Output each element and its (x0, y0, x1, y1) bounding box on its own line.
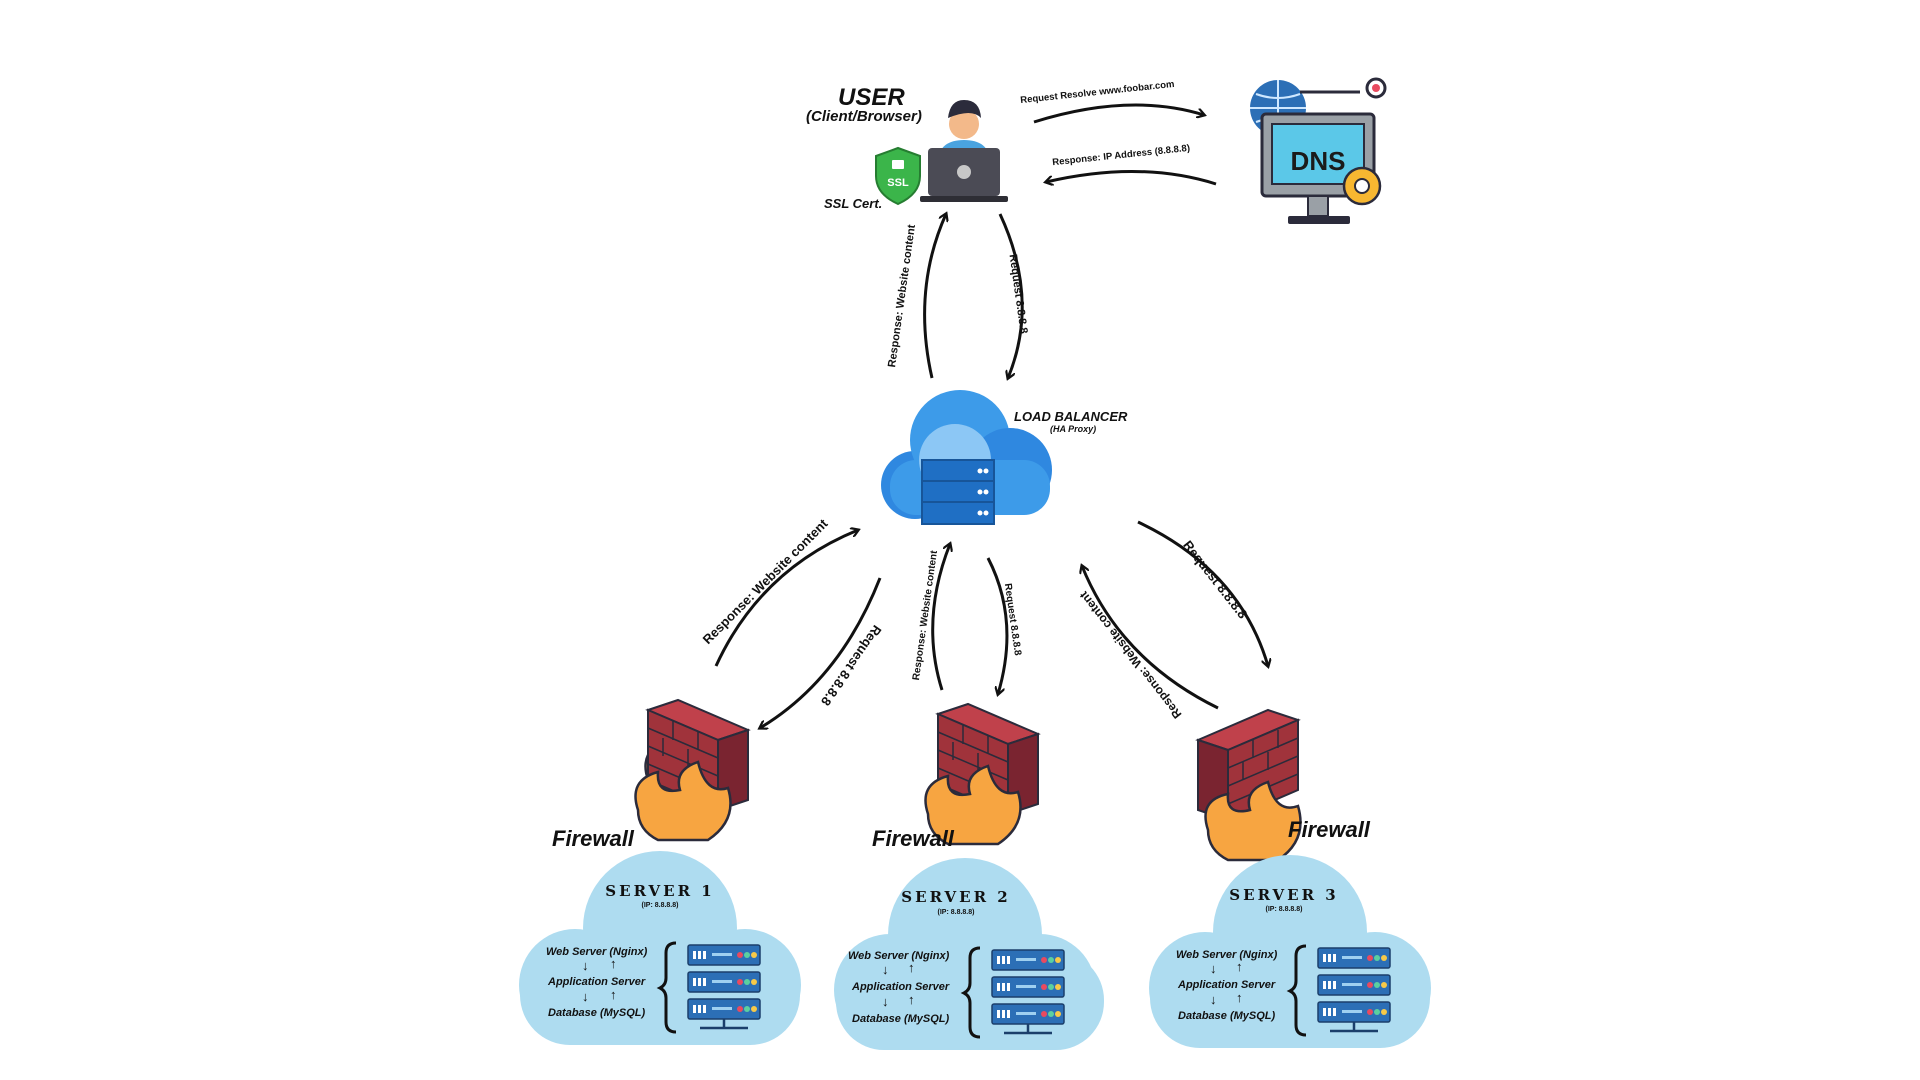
firewall-icon (634, 698, 751, 842)
firewall-icon (1195, 708, 1302, 862)
dns-label: DNS (1291, 146, 1346, 176)
lb-response-arrow-3 (1082, 566, 1219, 710)
server-2-web: Web Server (Nginx) (848, 950, 950, 962)
dns-icon: DNS (1250, 77, 1387, 224)
server-1-app: Application Server (548, 976, 646, 988)
lb-request-arrow-1 (760, 577, 882, 728)
firewall-label-3: Firewall (1288, 817, 1370, 842)
server-2-down-arrow-1: ↓ (882, 962, 889, 977)
server-1-db: Database (MySQL) (548, 1007, 646, 1019)
load-balancer-title: LOAD BALANCER (1014, 409, 1128, 424)
firewall-icon (924, 702, 1041, 846)
server-2-db: Database (MySQL) (852, 1013, 950, 1025)
server-3-down-arrow-2: ↓ (1210, 992, 1217, 1007)
server-1-ip: (IP: 8.8.8.8) (641, 902, 679, 909)
server-1-cloud (519, 851, 801, 1045)
user-title: USER (838, 84, 905, 111)
user-response-arrow (923, 214, 946, 379)
connector-arrows (714, 103, 1268, 728)
server-1-web: Web Server (Nginx) (546, 946, 648, 958)
server-2-cloud (834, 858, 1104, 1050)
server-1-up-arrow-2: ↑ (610, 987, 617, 1002)
dns-request-arrow (1033, 103, 1204, 124)
server-2-down-arrow-2: ↓ (882, 994, 889, 1009)
server-3-web: Web Server (Nginx) (1176, 949, 1278, 961)
server-2-ip: (IP: 8.8.8.8) (937, 909, 975, 916)
server-3-cloud (1149, 855, 1431, 1048)
server-1-down-arrow-1: ↓ (582, 958, 589, 973)
server-2-up-arrow-2: ↑ (908, 992, 915, 1007)
user-subtitle: (Client/Browser) (806, 108, 922, 125)
server-3-title: SERVER 3 (1229, 886, 1339, 904)
server-2-app: Application Server (852, 981, 950, 993)
lb-request-arrow-2 (986, 557, 1009, 694)
server-1-title: SERVER 1 (605, 882, 715, 900)
user-icon (920, 100, 1008, 202)
server-1-up-arrow-1: ↑ (610, 956, 617, 971)
server-1-down-arrow-2: ↓ (582, 989, 589, 1004)
server-2-title: SERVER 2 (901, 888, 1011, 906)
lb-response-arrow-2 (931, 544, 950, 691)
lb-request-arrow-3 (1137, 520, 1268, 666)
server-3-up-arrow-2: ↑ (1236, 990, 1243, 1005)
user-request-arrow (998, 213, 1024, 378)
ssl-badge-text: SSL (887, 177, 909, 189)
server-3-down-arrow-1: ↓ (1210, 961, 1217, 976)
server-3-app: Application Server (1178, 979, 1276, 991)
firewall-label-1: Firewall (552, 826, 634, 851)
server-3-ip: (IP: 8.8.8.8) (1265, 906, 1303, 913)
server-3-up-arrow-1: ↑ (1236, 959, 1243, 974)
ssl-cert-label: SSL Cert. (824, 196, 883, 211)
firewall-label-2: Firewall (872, 826, 954, 851)
dns-response-arrow (1046, 170, 1217, 184)
ssl-shield-icon: SSL (875, 146, 921, 206)
lb-response-arrow-1 (714, 530, 858, 667)
server-3-db: Database (MySQL) (1178, 1010, 1276, 1022)
load-balancer-icon (881, 390, 1052, 525)
load-balancer-subtitle: (HA Proxy) (1050, 424, 1097, 434)
server-2-up-arrow-1: ↑ (908, 960, 915, 975)
